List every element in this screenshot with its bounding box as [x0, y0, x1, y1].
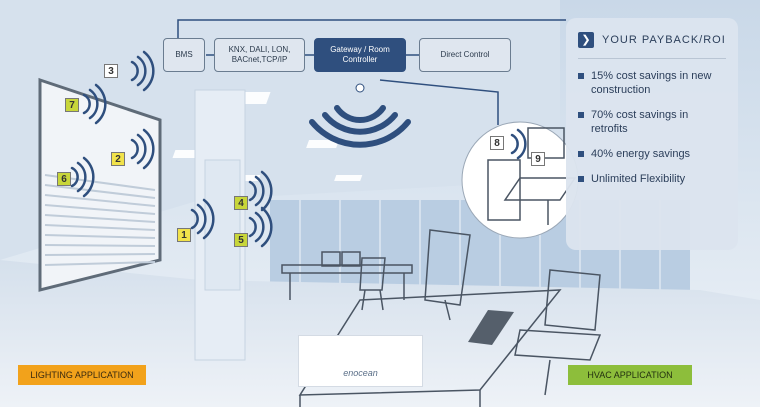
roi-item: 70% cost savings in retrofits	[578, 108, 726, 136]
hvac-room	[487, 127, 577, 225]
keyboard	[468, 310, 514, 345]
roi-panel: ❯ YOUR PAYBACK/ROI 15% cost savings in n…	[566, 18, 738, 250]
device-5-badge: 5	[234, 233, 248, 247]
roi-item-text: 15% cost savings in new construction	[591, 70, 712, 96]
column-mid	[204, 159, 241, 291]
bms-box: BMS	[163, 38, 205, 72]
gateway-signal	[309, 105, 411, 148]
lighting-application-label: LIGHTING APPLICATION	[18, 365, 146, 385]
logo-text: enocean	[343, 368, 378, 378]
bullet-icon	[578, 176, 584, 182]
device-7-badge: 7	[65, 98, 79, 112]
roi-header: ❯ YOUR PAYBACK/ROI	[578, 32, 726, 59]
bullet-icon	[578, 73, 584, 79]
device-9-badge: 9	[531, 152, 545, 166]
gateway-box: Gateway / Room Controller	[314, 38, 406, 72]
bms-label: BMS	[175, 50, 193, 59]
roi-title: YOUR PAYBACK/ROI	[602, 34, 726, 46]
device-3-badge: 3	[104, 64, 118, 78]
gateway-node	[355, 83, 365, 93]
roi-item: 40% energy savings	[578, 147, 726, 161]
device-8-badge: 8	[490, 136, 504, 150]
device-2-badge: 2	[111, 152, 125, 166]
roi-item-text: 70% cost savings in retrofits	[591, 109, 689, 135]
protocols-box: KNX, DALI, LON, BACnet,TCP/IP	[214, 38, 305, 72]
direct-control-label: Direct Control	[440, 50, 490, 59]
bullet-icon	[578, 151, 584, 157]
gateway-label: Gateway / Room Controller	[330, 45, 390, 64]
device-6-badge: 6	[57, 172, 71, 186]
device-4-badge: 4	[234, 196, 248, 210]
device-signals	[70, 50, 527, 248]
roi-item: 15% cost savings in new construction	[578, 69, 726, 97]
direct-control-box: Direct Control	[419, 38, 511, 72]
roi-item-text: 40% energy savings	[591, 148, 691, 160]
enocean-logo: enocean	[298, 335, 423, 387]
roi-item-text: Unlimited Flexibility	[591, 173, 686, 185]
chevron-right-icon: ❯	[578, 32, 594, 48]
hvac-application-label: HVAC APPLICATION	[568, 365, 692, 385]
bullet-icon	[578, 112, 584, 118]
roi-item: Unlimited Flexibility	[578, 172, 726, 186]
protocols-label: KNX, DALI, LON, BACnet,TCP/IP	[228, 45, 291, 64]
device-1-badge: 1	[177, 228, 191, 242]
